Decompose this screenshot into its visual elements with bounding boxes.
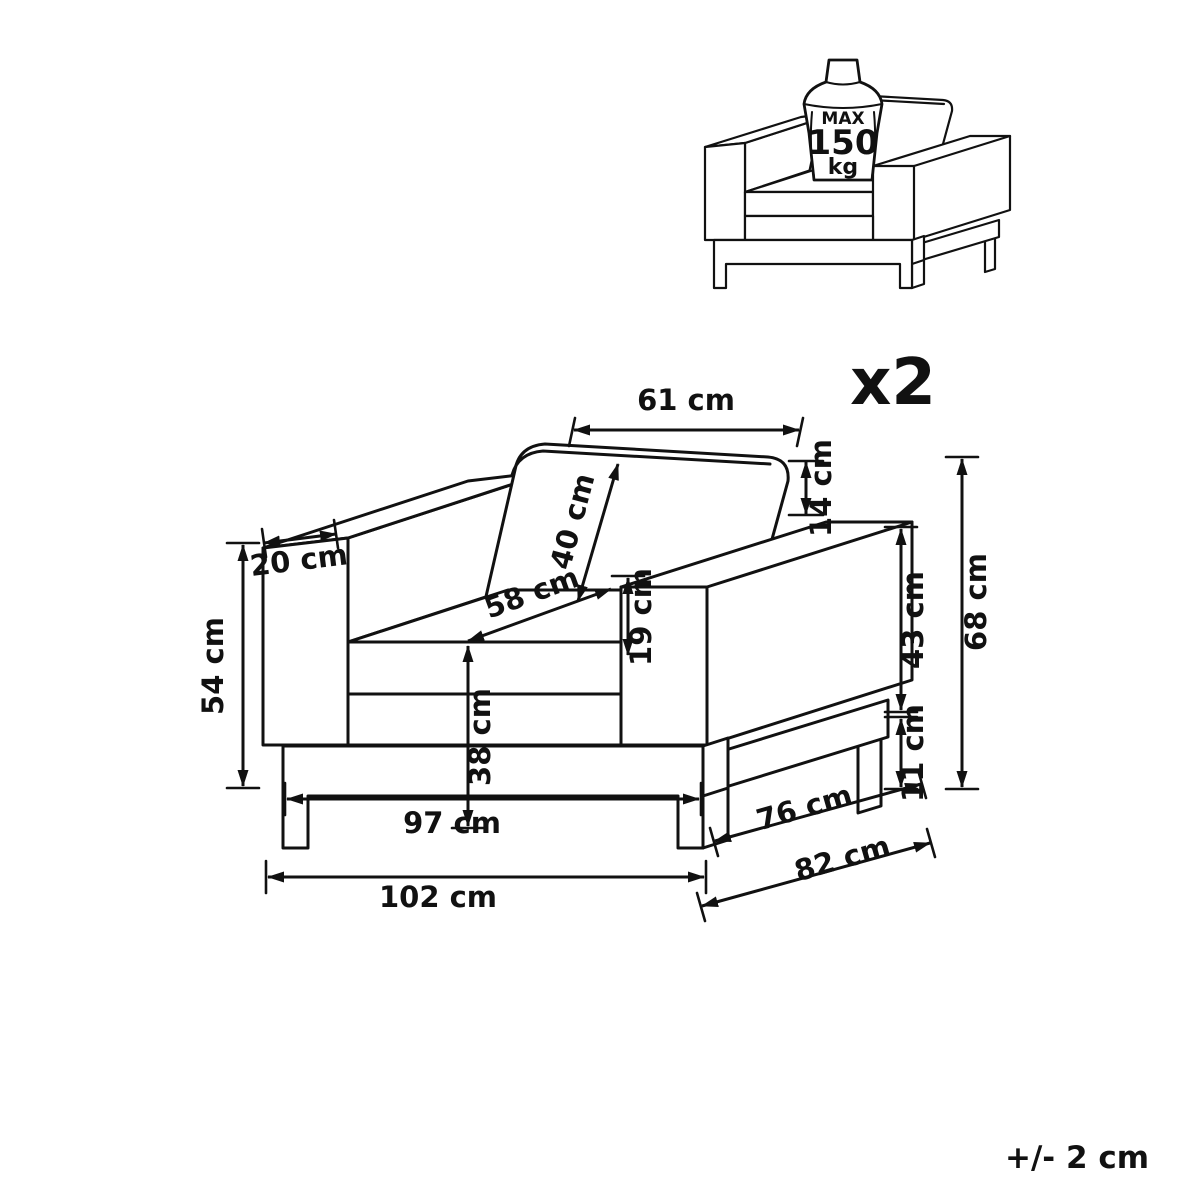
dim-overall-depth: 82 cm: [695, 827, 937, 923]
front-rail-side-edge: [910, 258, 926, 266]
seat-cushion-front-face: [743, 190, 875, 218]
right-armrest-edges: [871, 134, 1012, 242]
chair-base-front: [281, 736, 730, 850]
left-armrest: [261, 469, 555, 747]
dim-base-width: 97 cm: [283, 781, 703, 840]
small-seat-base-front: [743, 214, 875, 242]
dim-armrest-above-base: 43 cm: [883, 525, 930, 714]
dim-label-overall-depth: 82 cm: [791, 829, 894, 889]
quantity-label: x2: [850, 346, 936, 420]
dim-backrest-above-armrest: 14 cm: [787, 439, 838, 537]
dim-tick: [925, 827, 937, 859]
weight-shoulder-line: [803, 103, 883, 109]
dim-overall-width: 102 cm: [264, 859, 708, 914]
dimension-annotations: 61 cm 14 cm 40 cm 20 cm 58 cm 19 cm: [196, 383, 993, 923]
dim-overall-height: 68 cm: [944, 455, 993, 791]
max-load-line1: MAX: [821, 109, 864, 129]
seat-cushion-front-face: [346, 640, 623, 696]
weight-shade-left: [809, 111, 815, 178]
dim-arrow: [576, 463, 620, 602]
dim-label-backrest-width: 61 cm: [637, 383, 735, 417]
small-chair-base-front: [712, 234, 926, 290]
dim-arrow: [467, 587, 612, 643]
dim-tick: [916, 768, 928, 800]
left-armrest-front-face: [703, 141, 747, 242]
small-chair-base-back: [910, 218, 1001, 274]
dim-label-backrest-above-armrest: 14 cm: [804, 439, 838, 537]
weight-body: [802, 58, 884, 182]
dim-tick: [695, 891, 707, 923]
max-load-line2: 150: [808, 123, 879, 163]
dim-label-overall-width: 102 cm: [379, 880, 497, 914]
base-front-frame: [712, 238, 914, 290]
main-chair-drawing: [261, 442, 914, 850]
dim-tick: [795, 416, 805, 448]
weight-shade-right: [871, 111, 877, 178]
dim-label-base-width: 97 cm: [403, 806, 501, 840]
dim-backrest-width: 61 cm: [567, 383, 805, 448]
dim-label-overall-height: 68 cm: [959, 553, 993, 651]
max-load-line3: kg: [828, 155, 858, 180]
right-armrest-edges: [619, 520, 914, 747]
dim-label-armrest-height: 54 cm: [196, 617, 230, 715]
dim-arrow: [714, 782, 922, 843]
tolerance-label: +/- 2 cm: [1005, 1140, 1149, 1176]
dim-label-seat-height: 38 cm: [463, 688, 497, 786]
dim-label-base-depth: 76 cm: [753, 778, 856, 838]
dim-armrest-height: 54 cm: [196, 541, 261, 790]
dim-label-cushion-thickness: 19 cm: [624, 568, 658, 666]
dim-cushion-thickness: 19 cm: [610, 568, 658, 666]
weight-neck-line: [825, 81, 861, 86]
right-armrest: [619, 520, 914, 747]
dim-tick: [567, 416, 577, 448]
dim-arrow: [263, 530, 337, 547]
dim-label-armrest-above-base: 43 cm: [896, 571, 930, 669]
small-chair-drawing: MAX 150 kg: [703, 58, 1012, 290]
max-weight-icon: MAX 150 kg: [802, 58, 884, 182]
backrest-top-edge: [510, 449, 772, 477]
dim-arrow: [701, 841, 931, 908]
